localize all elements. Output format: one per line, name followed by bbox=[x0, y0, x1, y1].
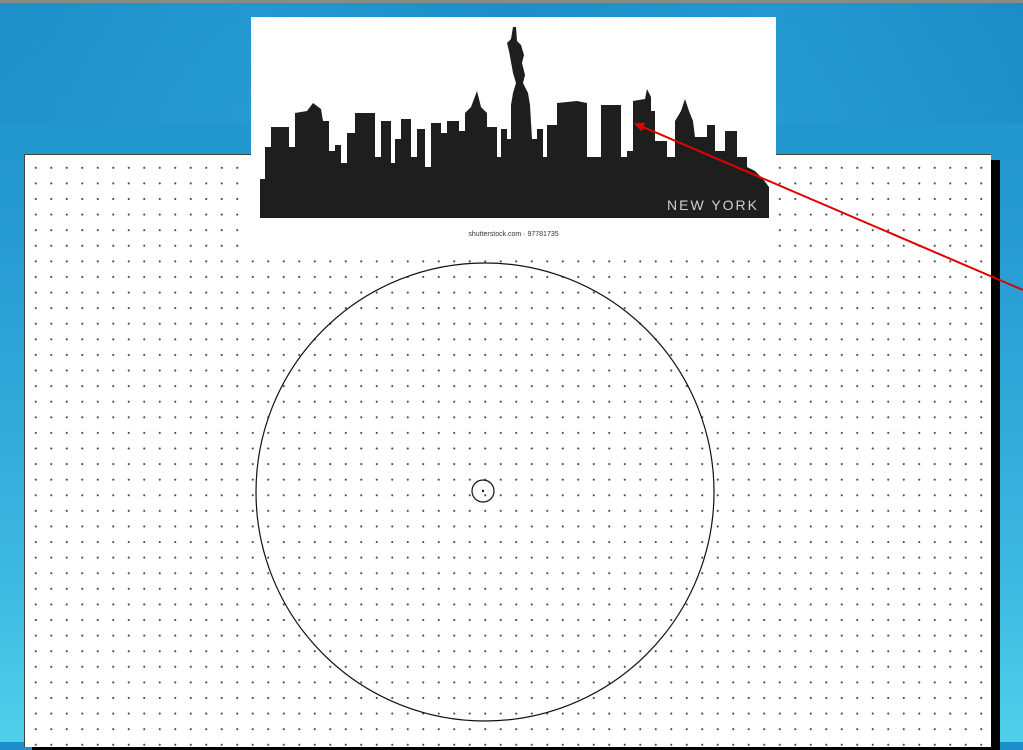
skyline-image[interactable]: NEW YORK shutterstock.com · 97781735 bbox=[251, 17, 776, 250]
window-top-edge bbox=[0, 0, 1023, 3]
skyline-icon bbox=[260, 27, 769, 218]
image-credit: shutterstock.com · 97781735 bbox=[468, 231, 559, 238]
city-label: NEW YORK bbox=[667, 197, 759, 213]
